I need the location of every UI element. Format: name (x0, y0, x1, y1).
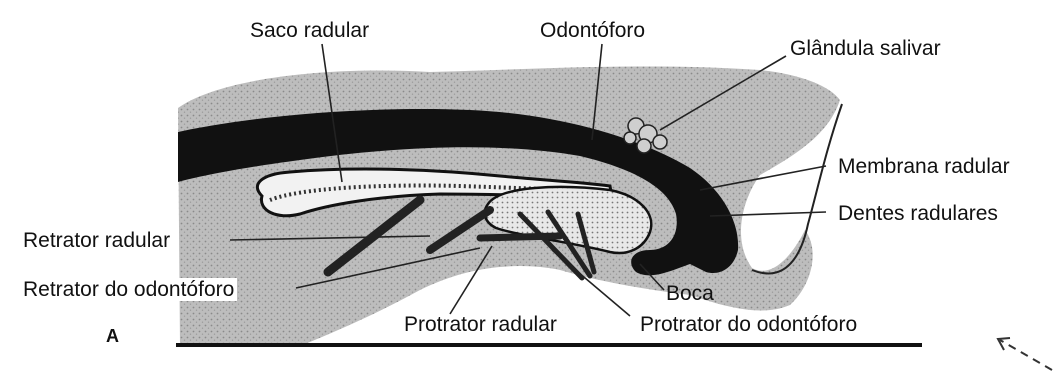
label-protrator-do-odontoforo: Protrator do odontóforo (640, 314, 857, 335)
arrow-icon (998, 338, 1052, 370)
label-glandula-salivar: Glândula salivar (790, 38, 941, 59)
label-dentes-radulares: Dentes radulares (838, 203, 998, 224)
label-boca: Boca (666, 283, 714, 304)
label-saco-radular: Saco radular (250, 20, 369, 41)
label-retrator-do-odontoforo: Retrator do odontóforo (20, 278, 237, 301)
label-retrator-radular: Retrator radular (20, 229, 173, 252)
figure-letter: A (106, 327, 119, 345)
label-protrator-radular: Protrator radular (404, 314, 557, 335)
label-membrana-radular: Membrana radular (838, 156, 1010, 177)
label-odontoforo: Odontóforo (540, 20, 645, 41)
